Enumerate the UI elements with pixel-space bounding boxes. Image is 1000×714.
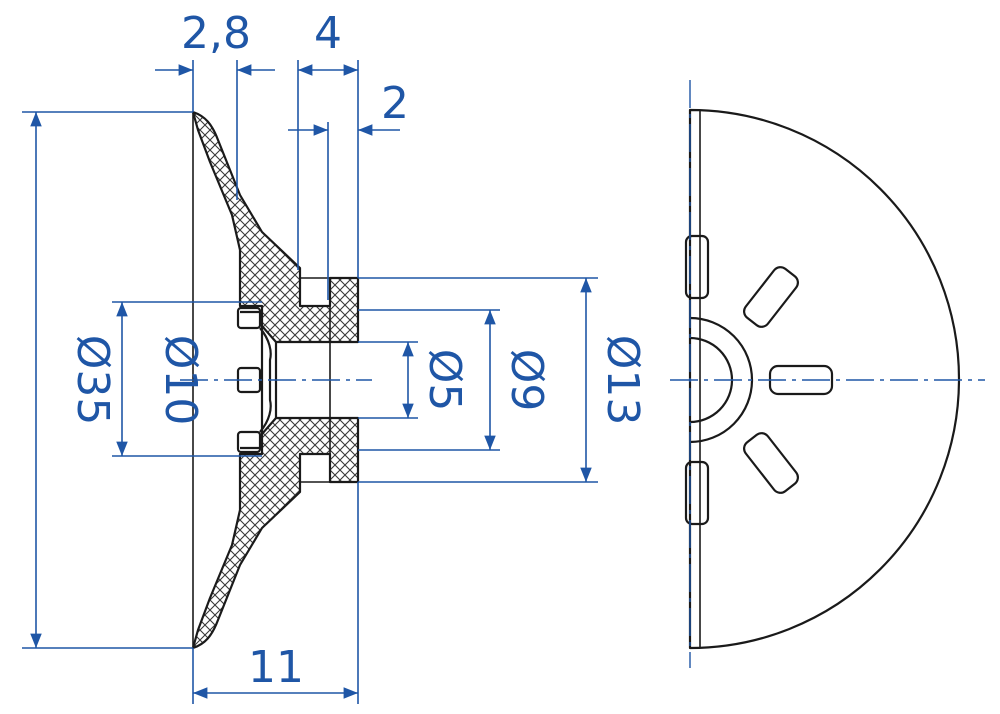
- inner-tab-upper: [236, 306, 262, 330]
- section-upper: [191, 110, 360, 344]
- dim-5-label: Ø5: [419, 349, 470, 412]
- section-lower: [191, 416, 360, 650]
- slot-lower-right: [743, 432, 799, 494]
- dimensions: 2,8 4 2 Ø35 Ø10 Ø5 Ø9 Ø13: [22, 8, 648, 704]
- slot-bottom: [684, 460, 710, 526]
- slot-upper-right: [743, 266, 799, 328]
- dim-13-label: Ø13: [597, 335, 648, 426]
- half-disc-outline: [688, 108, 961, 650]
- dim-11-label: 11: [248, 642, 304, 693]
- inner-tab-lower: [236, 430, 262, 454]
- dim-9-label: Ø9: [501, 349, 552, 412]
- dim-4-label: 4: [314, 8, 342, 59]
- dim-2-8-label: 2,8: [181, 8, 251, 59]
- dim-2-label: 2: [381, 78, 409, 129]
- slot-top: [684, 234, 710, 300]
- dim-35-label: Ø35: [67, 335, 118, 426]
- dim-10-label: Ø10: [155, 335, 206, 426]
- front-view: [684, 108, 961, 650]
